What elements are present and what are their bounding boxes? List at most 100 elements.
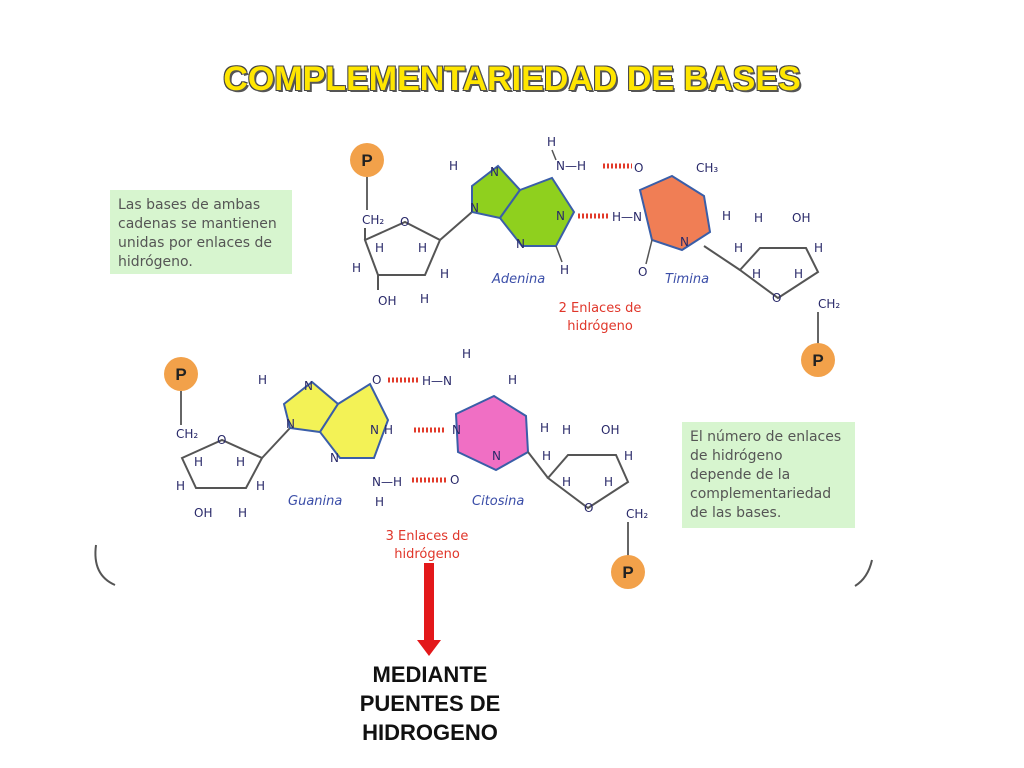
atom-label: H [384,423,393,437]
caption-line: PUENTES DE [359,691,501,716]
atom-label: H [236,455,245,469]
atom-label: H [256,479,265,493]
atom-label: N [556,209,565,223]
phosphate-label: P [361,151,372,170]
page-title: COMPLEMENTARIEDAD DE BASES [223,60,801,98]
atom-label: N [286,417,295,431]
deoxyribose-ring [180,438,264,489]
atom-label: H [462,347,471,361]
atom-label: H [604,475,613,489]
atom-label: N [492,449,501,463]
atom-label: CH₂ [626,507,648,521]
bond-count-label: 3 Enlaces de [386,529,469,544]
atom-label: H [440,267,449,281]
atom-label: N [370,423,379,437]
note-line: unidas por enlaces de [118,235,273,251]
guanine-ring-6 [318,382,390,459]
phosphate-label: P [175,365,186,384]
atom-label: H [562,475,571,489]
atom-label: O [372,373,381,387]
atom-label: N—H [556,159,586,173]
atom-label: CH₂ [818,297,840,311]
caption-line: MEDIANTE [372,662,488,687]
atom-label: H [754,211,763,225]
atom-label: OH [378,294,396,308]
atom-label: N [680,235,689,249]
note-line: depende de la [690,467,791,483]
atom-label: H [176,479,185,493]
note-line: de hidrógeno [690,448,783,464]
atom-label: H [794,267,803,281]
guanine-cytosine-pair: P CH₂ O H H H H OH H H N N O N N H N—H H… [164,347,648,589]
atom-label: N—H [372,475,402,489]
base-label-guanine: Guanina [288,494,342,509]
deoxyribose-ring [738,247,820,300]
note-bond-count: El número de enlaces de hidrógeno depend… [682,422,855,528]
note-line: El número de enlaces [690,429,842,445]
note-line: cadenas se mantienen [118,216,277,232]
atom-label: CH₂ [362,213,384,227]
phosphate-icon [801,343,835,377]
atom-label: O [400,215,409,229]
atom-label: H—N [612,210,642,224]
base-label-thymine: Timina [665,272,709,287]
note-line: Las bases de ambas [118,197,261,213]
atom-label: H [508,373,517,387]
bond-count-label: hidrógeno [394,547,460,562]
atom-label: H [420,292,429,306]
note-line: hidrógeno. [118,254,193,270]
atom-label: H [624,449,633,463]
phosphate-label: P [622,563,633,582]
caption: MEDIANTE PUENTES DE HIDROGENO [330,660,530,747]
atom-label: H [418,241,427,255]
atom-label: H [814,241,823,255]
thymine-ring [638,174,712,252]
atom-label: H [547,135,556,149]
atom-label: O [584,501,593,515]
atom-label: H [722,209,731,223]
adenine-thymine-pair: P CH₂ O OH H H H H H H N N N N H N—H H A… [350,135,840,377]
atom-label: O [772,291,781,305]
phosphate-label: P [812,351,823,370]
deoxyribose-ring [546,454,630,510]
note-line: de las bases. [690,505,782,521]
decor-arc-right [854,559,873,587]
atom-label: H [194,455,203,469]
atom-label: N [490,165,499,179]
atom-label: H [734,241,743,255]
atom-label: OH [194,506,212,520]
decor-arc-left [94,544,116,586]
atom-label: H [560,263,569,277]
phosphate-icon [164,357,198,391]
atom-label: H [540,421,549,435]
atom-label: N [516,237,525,251]
atom-label: H [258,373,267,387]
atom-label: O [450,473,459,487]
atom-label: H [375,495,384,509]
note-hydrogen-bonds: Las bases de ambas cadenas se mantienen … [110,190,292,274]
bond-count-label: hidrógeno [567,319,633,334]
atom-label: N [452,423,461,437]
atom-label: H—N [422,374,452,388]
bond-count-label: 2 Enlaces de [559,301,642,316]
atom-label: O [634,161,643,175]
atom-label: O [638,265,647,279]
atom-label: O [217,433,226,447]
down-arrow-icon [424,563,434,645]
phosphate-icon [350,143,384,177]
note-line: complementariedad [690,486,832,502]
atom-label: CH₂ [176,427,198,441]
arrow-head-icon [417,640,441,656]
atom-label: OH [601,423,619,437]
atom-label: CH₃ [696,161,718,175]
atom-label: H [752,267,761,281]
base-label-cytosine: Citosina [472,494,524,509]
phosphate-icon [611,555,645,589]
atom-label: H [562,423,571,437]
atom-label: OH [792,211,810,225]
atom-label: H [375,241,384,255]
atom-label: N [330,451,339,465]
atom-label: H [352,261,361,275]
atom-label: H [238,506,247,520]
